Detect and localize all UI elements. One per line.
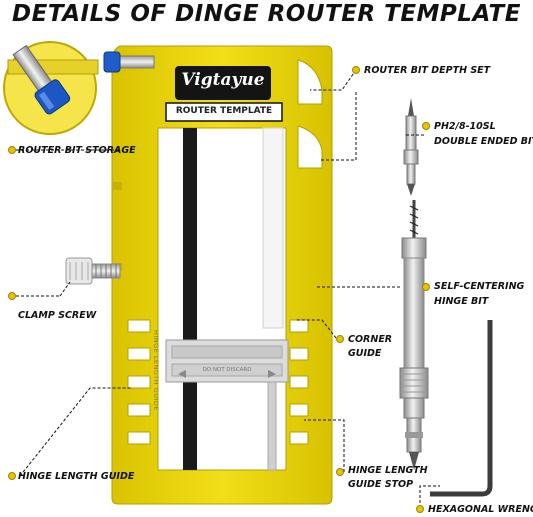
callout-dot	[416, 505, 424, 513]
label-hinge-length-guide: HINGE LENGTH GUIDE	[18, 471, 135, 482]
callout-dot	[8, 292, 16, 300]
label-ph2-line1: PH2/8-10SL	[434, 121, 496, 132]
router-bit-icon	[103, 51, 155, 73]
clamp-screw-icon	[65, 257, 121, 285]
guide-stop-text: DO NOT DISCARD	[202, 367, 252, 373]
router-bit-zoom	[3, 41, 99, 135]
side-guide-text: HINGE LENGTH GUIDE	[152, 330, 160, 412]
callout-dot	[8, 146, 16, 154]
hex-wrench-icon	[430, 320, 493, 497]
label-router-bit-storage: ROUTER BIT STORAGE	[18, 145, 136, 156]
name-plate: ROUTER TEMPLATE	[175, 106, 273, 116]
callout-dot	[336, 468, 344, 476]
callout-dot	[336, 335, 344, 343]
callout-dot	[422, 283, 430, 291]
label-guide-stop-line2: GUIDE STOP	[348, 479, 414, 490]
callout-dot	[422, 122, 430, 130]
label-router-bit-depth-set: ROUTER BIT DEPTH SET	[364, 65, 491, 76]
label-self-centering-line2: HINGE BIT	[434, 296, 489, 307]
router-template-body	[111, 45, 333, 505]
label-corner-guide-line2: GUIDE	[348, 348, 382, 359]
guide-stop	[165, 339, 289, 471]
label-hexagonal-wrench: HEXAGONAL WRENCH	[428, 504, 533, 515]
label-self-centering-line1: SELF-CENTERING	[434, 281, 525, 292]
callout-dot	[8, 472, 16, 480]
page-title: DETAILS OF DINGE ROUTER TEMPLATE	[12, 1, 521, 27]
callout-lines	[16, 69, 440, 508]
brand-logo: Vigtayue	[181, 70, 265, 90]
double-ended-bit-icon	[403, 98, 419, 196]
label-corner-guide-line1: CORNER	[348, 334, 393, 345]
hinge-bit-icon	[399, 200, 429, 470]
label-ph2-line2: DOUBLE ENDED BIT	[434, 136, 533, 147]
label-guide-stop-line1: HINGE LENGTH	[348, 465, 428, 476]
callout-dot	[352, 66, 360, 74]
label-clamp-screw: CLAMP SCREW	[18, 310, 97, 321]
